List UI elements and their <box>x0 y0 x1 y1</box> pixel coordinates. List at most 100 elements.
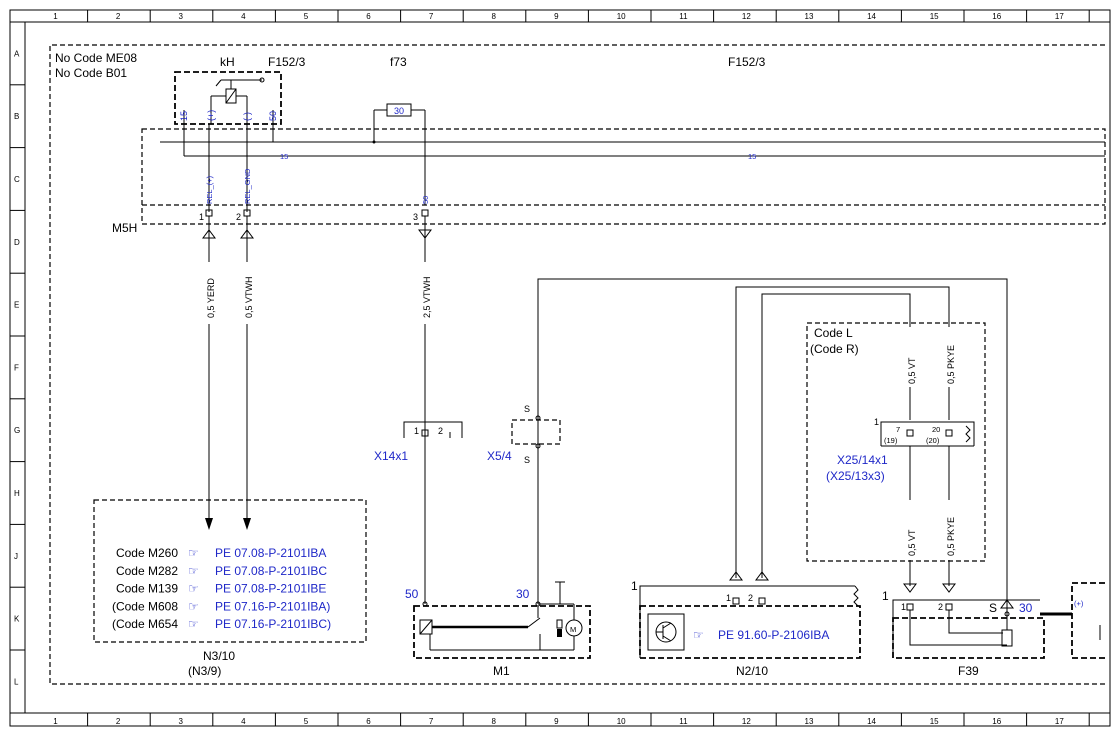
x5-s-top: S <box>524 404 530 414</box>
component-m1: M <box>413 581 591 659</box>
ref-link[interactable]: PE 07.08-P-2101IBE <box>215 582 326 596</box>
x25-pin-7: 7 <box>896 425 900 434</box>
ref-code: Code M139 <box>116 582 178 596</box>
column-label: 14 <box>867 717 876 726</box>
relay-kh <box>174 71 282 125</box>
row-label: K <box>14 615 20 624</box>
ref-link[interactable]: PE 07.16-P-2101IBA) <box>215 599 330 613</box>
pointing-hand-icon[interactable]: ☞ <box>188 564 199 578</box>
n210-pin-2: 2 <box>748 593 753 603</box>
relay-pin-plus: (+) <box>206 110 216 121</box>
arrow-down-f39-2 <box>942 583 956 593</box>
arrowhead-2 <box>243 518 251 530</box>
f39-name: F39 <box>958 664 979 678</box>
pointing-hand-icon[interactable]: ☞ <box>188 599 199 613</box>
column-label: 15 <box>930 717 939 726</box>
pointing-hand-icon[interactable]: ☞ <box>188 582 199 596</box>
column-label: 13 <box>805 717 814 726</box>
column-label: 8 <box>492 12 497 21</box>
column-label: 11 <box>679 12 688 21</box>
arrow-down-f39-1 <box>903 583 917 593</box>
column-label: 17 <box>1055 12 1064 21</box>
ref-link[interactable]: PE 07.16-P-2101IBC) <box>215 617 331 631</box>
column-label: 10 <box>617 717 626 726</box>
relay-pin-50: 50 <box>268 111 278 121</box>
m1-pin-30: 30 <box>516 587 530 601</box>
column-label: 5 <box>304 12 309 21</box>
ref-link[interactable]: PE 07.08-P-2101IBA <box>215 546 326 560</box>
partial-component-right <box>1071 582 1105 659</box>
code-l-box <box>806 322 986 562</box>
wire-label-vtwh: 0,5 VTWH <box>244 276 254 318</box>
signal-rel-gnd: REL_GND <box>243 168 252 204</box>
column-label: 2 <box>116 12 121 21</box>
arrow-up-n210-1 <box>729 571 743 581</box>
n210-num: 1 <box>631 579 638 593</box>
column-label: 4 <box>241 717 246 726</box>
column-label: 16 <box>992 12 1001 21</box>
signal-50: 50 <box>421 196 430 204</box>
row-label: E <box>14 301 19 310</box>
column-label: 7 <box>429 717 434 726</box>
column-label: 16 <box>992 717 1001 726</box>
pointing-hand-icon[interactable]: ☞ <box>188 546 199 560</box>
connector-x14x1 <box>403 421 463 438</box>
x25-alt-label: (X25/13x3) <box>826 469 885 483</box>
m5h-pin-1: 1 <box>199 212 204 222</box>
relay-name: kH <box>220 55 235 69</box>
ref-code: (Code M654 <box>112 617 178 631</box>
frame <box>9 9 1111 727</box>
fuse-value: 30 <box>394 106 404 116</box>
column-ruler: 1122334455667788991010111112121313141415… <box>53 10 1090 726</box>
code-note-2: No Code B01 <box>55 66 127 80</box>
fuse-f73 <box>372 103 426 205</box>
column-label: 1 <box>53 717 58 726</box>
ref-link[interactable]: PE 07.08-P-2101IBC <box>215 564 327 578</box>
row-label: H <box>14 489 20 498</box>
wire-label-pkye-1: 0,5 PKYE <box>946 345 956 384</box>
arrow-up-n210-2 <box>755 571 769 581</box>
x25-pin-20: 20 <box>932 425 940 434</box>
m5h-label: M5H <box>112 221 137 235</box>
wire-label-vt-2: 0,5 VT <box>907 529 917 556</box>
row-label: L <box>14 677 19 686</box>
f39-pin-30: 30 <box>1019 601 1033 615</box>
x14-label: X14x1 <box>374 449 408 463</box>
row-label: B <box>14 112 19 121</box>
bus-15-right: 15 <box>748 152 756 161</box>
signal-rel-plus: REL_(+) <box>205 175 214 204</box>
m1-pin-50: 50 <box>405 587 419 601</box>
row-label: J <box>14 552 18 561</box>
x14-pin-2: 2 <box>438 426 443 436</box>
right-plus-pin: (+) <box>1074 599 1084 608</box>
x25-label: X25/14x1 <box>837 453 888 467</box>
x5-s-bottom: S <box>524 455 530 465</box>
n310-ref-box <box>93 499 367 643</box>
x5-label: X5/4 <box>487 449 512 463</box>
f39-s: S <box>989 601 997 615</box>
fuse-block-ref: F152/3 <box>728 55 766 69</box>
connector-x25-14x1 <box>880 421 975 447</box>
column-label: 2 <box>116 717 121 726</box>
code-l-subtitle: (Code R) <box>810 342 859 356</box>
column-label: 3 <box>179 12 184 21</box>
n310-alt: (N3/9) <box>188 664 221 678</box>
wire-label-vt-1: 0,5 VT <box>907 357 917 384</box>
n210-ref-icon[interactable]: ☞ <box>693 628 704 642</box>
connector-x5-4 <box>511 419 561 445</box>
relay-pin-minus: (-) <box>242 112 252 121</box>
ref-code: (Code M608 <box>112 599 178 613</box>
n210-ref-link[interactable]: PE 91.60-P-2106IBA <box>718 628 829 642</box>
code-note-1: No Code ME08 <box>55 51 137 65</box>
component-f39 <box>892 599 1072 659</box>
pointing-hand-icon[interactable]: ☞ <box>188 617 199 631</box>
column-label: 6 <box>366 717 371 726</box>
svg-text:M: M <box>570 625 576 634</box>
column-label: 9 <box>554 12 559 21</box>
row-label: G <box>14 426 20 435</box>
f39-pin-1: 1 <box>901 602 906 612</box>
n210-name: N2/10 <box>736 664 768 678</box>
code-l-title: Code L <box>814 326 853 340</box>
